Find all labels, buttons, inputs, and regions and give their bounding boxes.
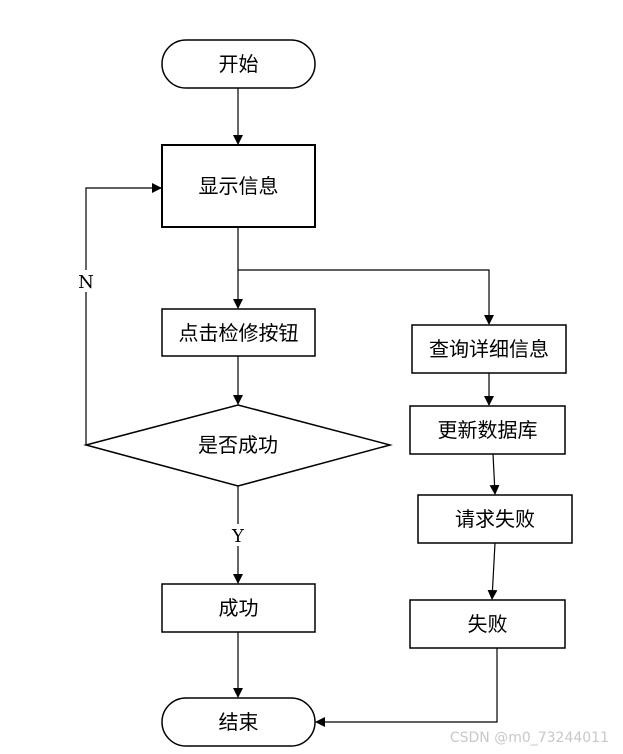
success-node: 成功 <box>161 583 316 633</box>
request-fail-label: 请求失败 <box>455 507 535 531</box>
end-label: 结束 <box>219 710 259 734</box>
watermark: CSDN @m0_73244011 <box>449 730 609 746</box>
fail-node: 失败 <box>409 599 566 649</box>
query-detail-label: 查询详细信息 <box>429 337 549 361</box>
show-info-label: 显示信息 <box>199 174 279 198</box>
end-node: 结束 <box>161 697 316 747</box>
show-info-node: 显示信息 <box>161 144 316 228</box>
is-success-label: 是否成功 <box>198 433 278 457</box>
edge-request-to-fail <box>487 542 498 600</box>
start-label: 开始 <box>219 52 259 76</box>
edge-fail-to-end <box>315 648 498 727</box>
query-detail-node: 查询详细信息 <box>411 324 567 374</box>
fail-label: 失败 <box>468 612 508 636</box>
success-label: 成功 <box>219 596 259 620</box>
yes-label: Y <box>231 526 245 547</box>
edge-decision-no-loop <box>85 183 162 445</box>
click-repair-node: 点击检修按钮 <box>161 308 316 357</box>
start-node: 开始 <box>161 39 316 89</box>
update-db-node: 更新数据库 <box>409 405 566 455</box>
no-label: N <box>78 272 94 293</box>
is-success-decision: 是否成功 <box>83 404 393 487</box>
request-fail-node: 请求失败 <box>417 494 573 544</box>
edge-show-to-query <box>238 269 494 325</box>
update-db-label: 更新数据库 <box>438 418 538 442</box>
click-repair-label: 点击检修按钮 <box>179 321 299 345</box>
edge-update-to-request <box>489 453 500 495</box>
